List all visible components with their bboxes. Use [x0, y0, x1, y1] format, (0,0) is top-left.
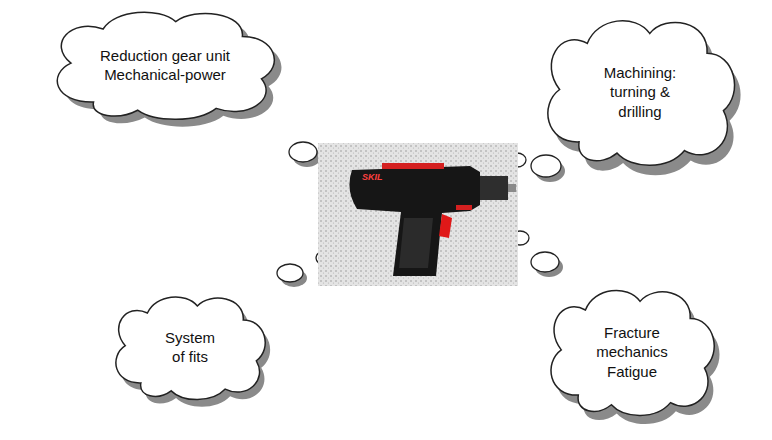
cloud-text-group: Fracture mechanics Fatigue: [589, 323, 675, 382]
cloud-text-group: Reduction gear unit Mechanical-power: [90, 46, 240, 85]
cloud-text-group: Machining: turning & drilling: [596, 63, 684, 122]
thought-cloud: System of fits: [104, 290, 276, 405]
cloud-text-group: System of fits: [160, 328, 220, 367]
cloud-text: System of fits: [160, 328, 220, 367]
brand-logo: SKIL: [362, 172, 383, 182]
cloud-text: Fracture mechanics Fatigue: [589, 323, 675, 382]
thought-cloud: Reduction gear unit Mechanical-power: [40, 5, 290, 125]
cloud-text: Machining: turning & drilling: [596, 63, 684, 122]
thought-cloud: Machining: turning & drilling: [533, 11, 748, 173]
thought-cloud: Fracture mechanics Fatigue: [538, 282, 726, 422]
thought-bubbles: [277, 142, 565, 287]
cloud-text: Reduction gear unit Mechanical-power: [90, 46, 240, 85]
cloud-outline: [40, 5, 290, 125]
cloud-outline: [104, 290, 276, 405]
drill-photo: [318, 143, 518, 286]
